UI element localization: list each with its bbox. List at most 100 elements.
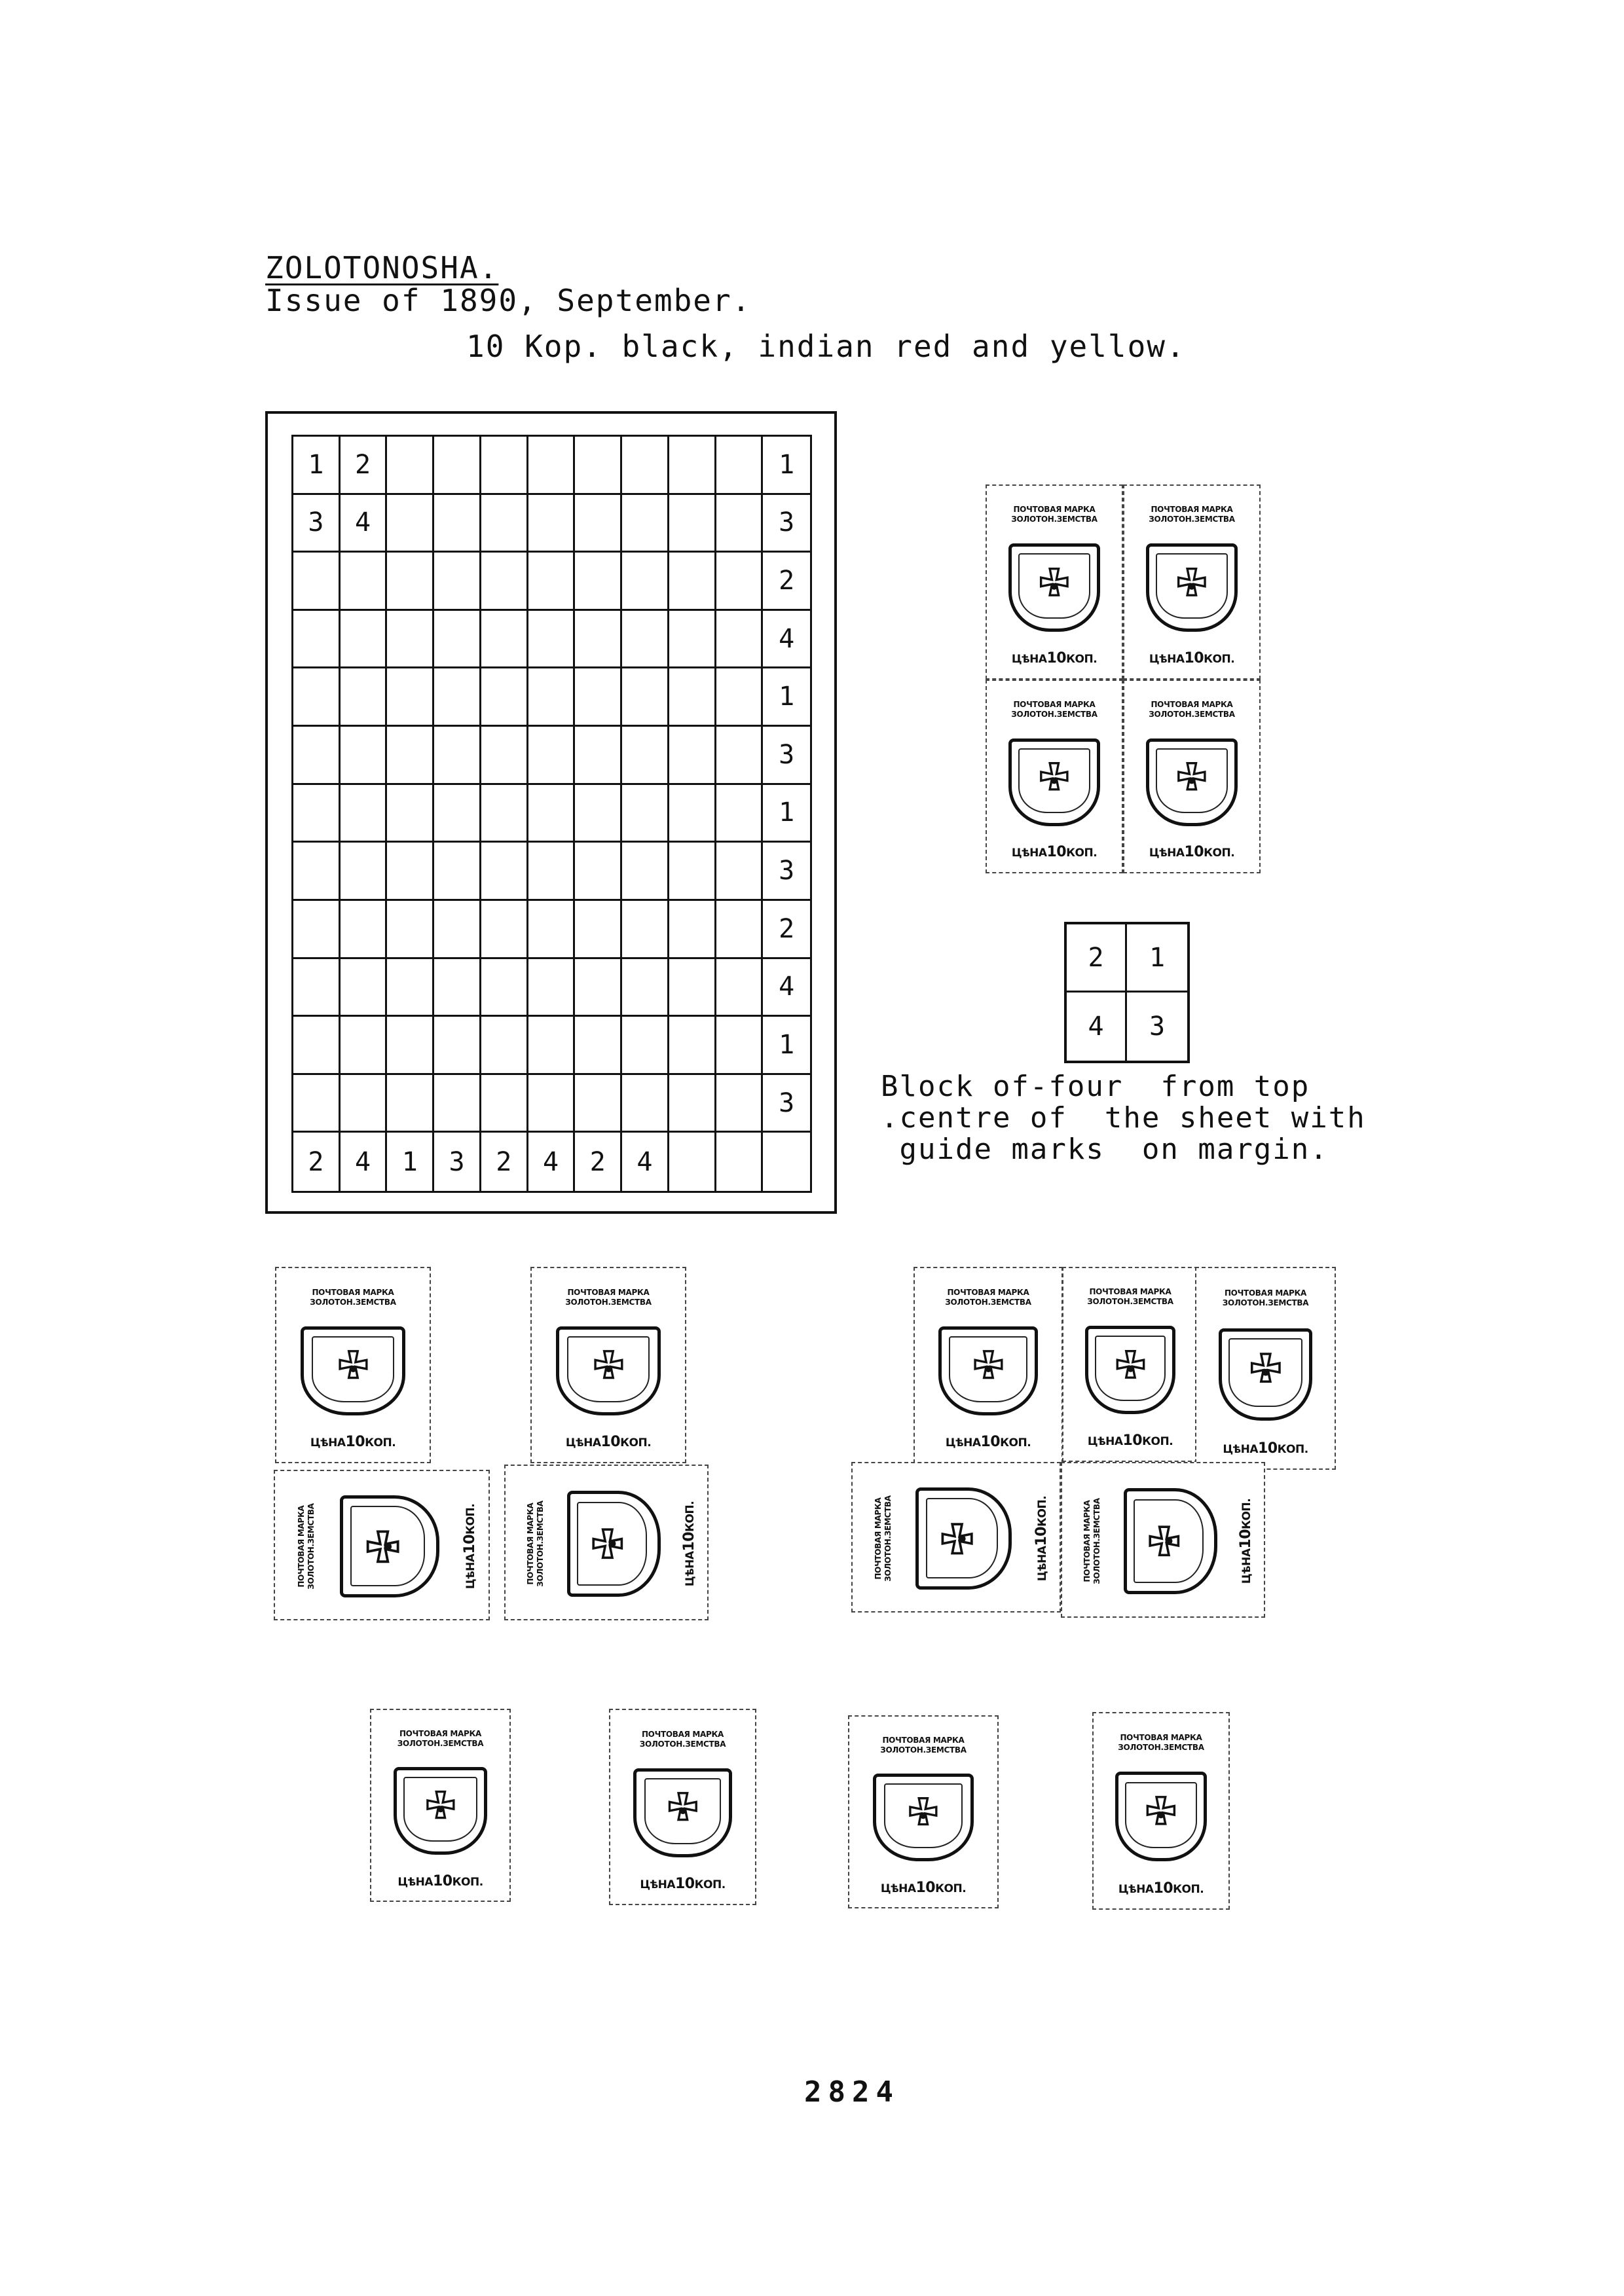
stamp-inscription-line: ЗОЛОТОН.ЗЕМСТВА (945, 1297, 1031, 1307)
stamp-value: ЦѣНА10КОП. (849, 1880, 997, 1896)
plate-cell (293, 958, 341, 1017)
stamp-inscription-line: ПОЧТОВАЯ МАРКА (1089, 1287, 1172, 1297)
stamp-value-suffix: КОП. (1277, 1442, 1309, 1456)
plate-cell (575, 668, 623, 727)
stamp-value-suffix: КОП. (1066, 847, 1098, 860)
plate-cell (481, 958, 528, 1017)
stamp-value-number: 10 (1184, 844, 1204, 861)
page-number: 2824 (804, 2075, 900, 2109)
plate-cell (622, 610, 669, 669)
plate-cell (575, 784, 623, 843)
stamp-value-prefix: ЦѣНА (310, 1436, 346, 1450)
stamp-inscription-line: ПОЧТОВАЯ МАРКА (297, 1505, 306, 1588)
stamp-value-number: 10 (1153, 1880, 1173, 1897)
plate-cell (528, 553, 576, 611)
plate-cell (481, 437, 528, 495)
plate-cell (575, 1017, 623, 1075)
plate-cell (716, 668, 764, 727)
stamp-value-prefix: ЦѣНА (945, 1436, 981, 1450)
stamp-value-prefix: ЦѣНА (1035, 1546, 1049, 1582)
plate-cell (669, 958, 716, 1017)
stamp-value-number: 10 (1184, 650, 1204, 667)
plate-cell (481, 553, 528, 611)
plate-cell (528, 437, 576, 495)
plate-cell (528, 727, 576, 785)
plate-cell (481, 900, 528, 959)
coat-of-arms-shield-icon (1084, 1326, 1176, 1415)
plate-cell (575, 553, 623, 611)
plate-cell (340, 668, 388, 727)
plate-cell (293, 784, 341, 843)
coat-of-arms-shield-icon (1008, 738, 1101, 826)
plate-cell: 2 (293, 1133, 341, 1191)
stamp-value: ЦѣНА10КОП. (681, 1466, 697, 1622)
plate-cell (528, 1074, 576, 1133)
block-cell: 2 (1067, 924, 1127, 993)
plate-cell (622, 727, 669, 785)
stamp-inscription-line: ЗОЛОТОН.ЗЕМСТВА (1092, 1498, 1102, 1584)
plate-cell (622, 784, 669, 843)
plate-cell (669, 900, 716, 959)
stamp-value: ЦѣНА10КОП. (1238, 1463, 1254, 1619)
plate-cell: 3 (763, 843, 810, 901)
stamp-value-suffix: КОП. (1173, 1883, 1204, 1897)
stamp-value-suffix: КОП. (464, 1503, 478, 1535)
stamp-inscription-line: ПОЧТОВАЯ МАРКА (1120, 1732, 1202, 1742)
plate-cell (434, 1017, 481, 1075)
stamp-value-number: 10 (681, 1531, 698, 1552)
plate-cell (622, 494, 669, 553)
stamp-value-suffix: КОП. (1204, 653, 1235, 666)
plate-cell (387, 958, 435, 1017)
stamp-value-number: 10 (1046, 844, 1067, 861)
coat-of-arms-shield-icon (340, 1495, 439, 1598)
plate-cell (528, 1017, 576, 1075)
stamp-value-suffix: КОП. (1142, 1435, 1173, 1449)
stamp-inscription-line: ЗОЛОТОН.ЗЕМСТВА (1118, 1742, 1204, 1752)
plate-cell (669, 784, 716, 843)
stamp-value-number: 10 (1258, 1440, 1278, 1457)
plate-cell (293, 553, 341, 611)
plate-cell (716, 1074, 764, 1133)
stamp-value-prefix: ЦѣНА (1118, 1883, 1154, 1897)
stamp-inscription-line: ЗОЛОТОН.ЗЕМСТВА (883, 1495, 893, 1582)
plate-cell (622, 900, 669, 959)
plate-cell (622, 553, 669, 611)
coat-of-arms-shield-icon (1145, 543, 1238, 632)
stamp-inscription-line: ПОЧТОВАЯ МАРКА (312, 1287, 394, 1297)
stamp-inscription-line: ПОЧТОВАЯ МАРКА (1082, 1500, 1092, 1582)
plate-cell (434, 610, 481, 669)
stamp-value: ЦѣНА10КОП. (610, 1876, 755, 1892)
stamp-value: ЦѣНА10КОП. (987, 650, 1122, 666)
plate-cell (575, 900, 623, 959)
plate-cell (434, 958, 481, 1017)
stamp-value-prefix: ЦѣНА (1149, 847, 1185, 860)
plate-cell (575, 843, 623, 901)
plate-cell: 1 (763, 785, 810, 843)
stamp-value-prefix: ЦѣНА (565, 1436, 601, 1450)
stamp-value: ЦѣНА10КОП. (1033, 1463, 1050, 1614)
stamp-inscription-line: ПОЧТОВАЯ МАРКА (874, 1497, 883, 1580)
stamp-value-suffix: КОП. (365, 1436, 396, 1450)
plate-cell (387, 668, 435, 727)
plate-cell (622, 437, 669, 495)
plate-cell (669, 610, 716, 669)
plate-cell (669, 494, 716, 553)
caption-line: Block of-four from top (881, 1070, 1310, 1103)
stamp-value-prefix: ЦѣНА (1011, 653, 1047, 666)
plate-cell (387, 553, 435, 611)
block-cell: 4 (1067, 993, 1127, 1061)
stamp-inscription-line: ПОЧТОВАЯ МАРКА (947, 1287, 1029, 1297)
plate-cell (716, 494, 764, 553)
plate-cell: 2 (763, 553, 810, 611)
